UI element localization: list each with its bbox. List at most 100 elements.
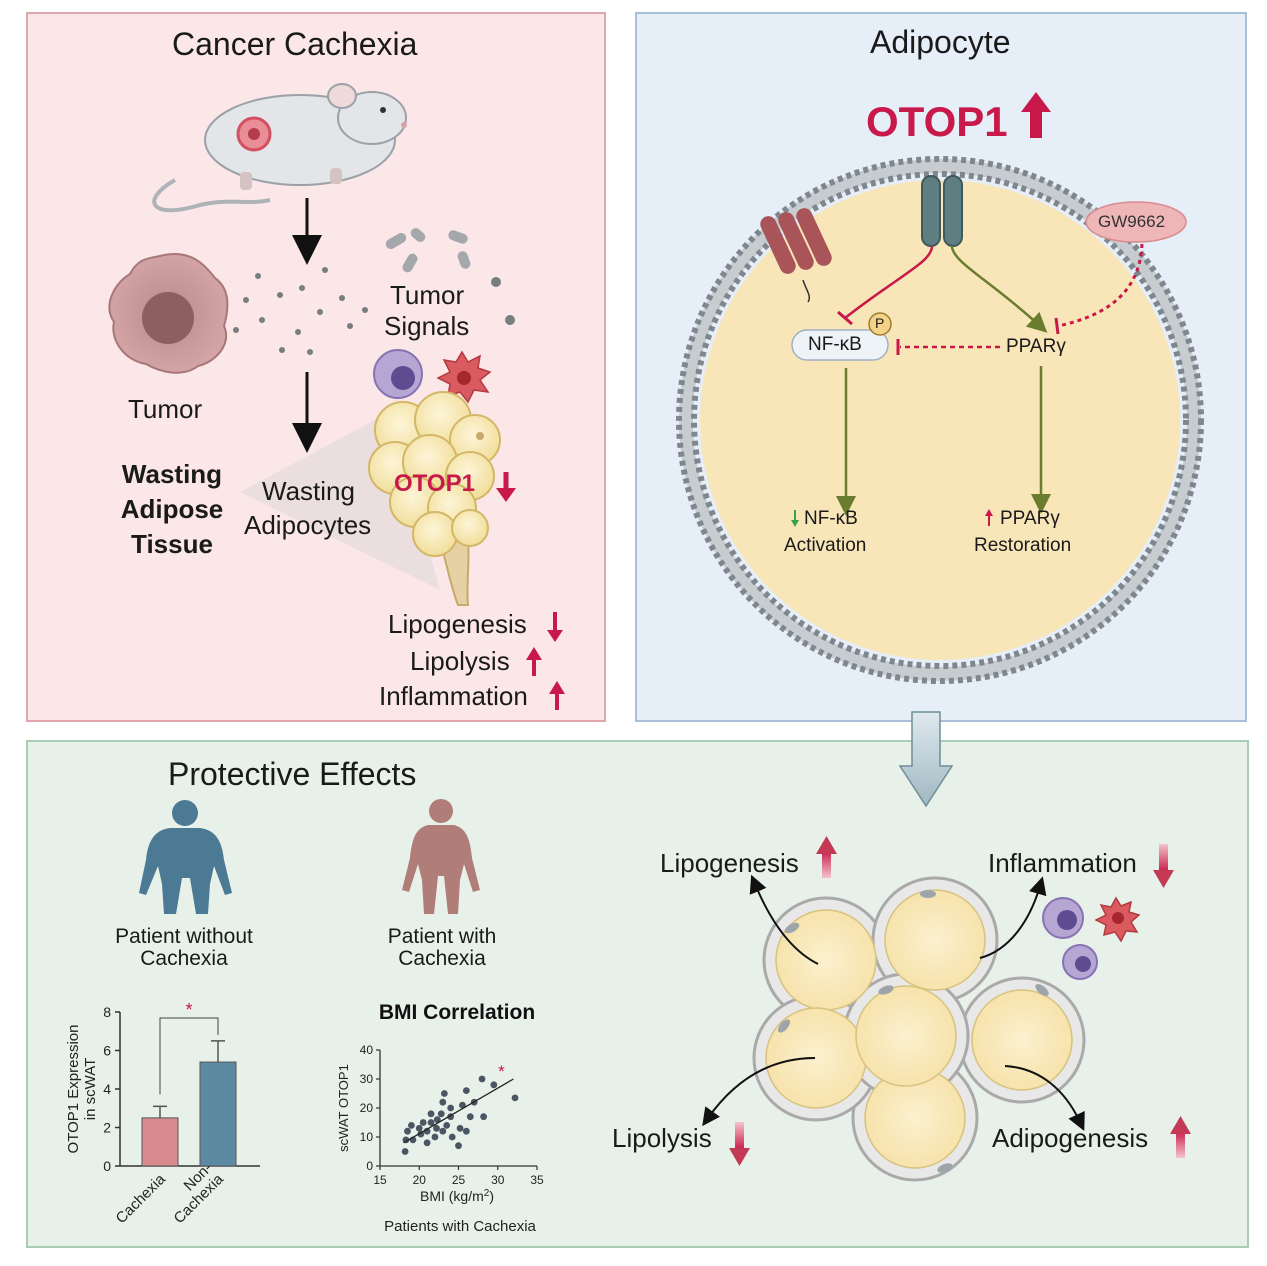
nfkb-label: NF-κB	[808, 334, 862, 355]
scatter-x-tick-label: 25	[452, 1173, 466, 1187]
p3-adipogenesis-up-arrow	[1170, 1116, 1191, 1158]
scatter-point	[427, 1119, 435, 1126]
scatter-y-tick-label: 20	[360, 1101, 374, 1115]
bar-y-tick-label: 8	[103, 1004, 111, 1020]
p1-lipogenesis-down-arrow	[547, 612, 563, 642]
otop1-inhibits-nfkb-line	[844, 245, 934, 319]
wasting-adipocytes-label-2: Adipocytes	[244, 510, 372, 540]
tumor-label: Tumor	[128, 394, 203, 424]
phospho-label: P	[875, 315, 885, 331]
scatter-point	[402, 1136, 410, 1144]
scatter-point	[443, 1122, 451, 1129]
scatter-point	[408, 1122, 415, 1129]
scatter-trend-line	[403, 1078, 514, 1144]
patient1-label-2: Cachexia	[140, 947, 228, 970]
otop1-up-arrow	[1021, 92, 1051, 138]
adipocyte-cluster-icon	[752, 876, 1086, 1182]
scatter-point	[447, 1104, 455, 1112]
nfkb-small-down-arrow	[791, 510, 799, 527]
scatter-y-label-text: scWAT OTOP1	[336, 1064, 351, 1152]
scatter-x-tick-label: 15	[373, 1173, 387, 1187]
bar-y-label-line2: in scWAT	[82, 1058, 99, 1121]
p1-lipogenesis-label: Lipogenesis	[388, 609, 527, 639]
nfkb-result-label-1: NF-κB	[804, 508, 858, 529]
scatter-point	[448, 1133, 456, 1141]
ppar-label: PPARγ	[1006, 336, 1066, 357]
nfkb-result-label-2: Activation	[784, 535, 867, 556]
transition-arrow	[898, 711, 954, 808]
immune-cells-right-icon	[1042, 896, 1141, 980]
cell-membrane	[676, 156, 1204, 684]
tumor-signals-label-1: Tumor	[390, 280, 465, 310]
bar-category-label: Non-Cachexia	[171, 1159, 228, 1227]
p3-lipolysis-label: Lipolysis	[612, 1123, 712, 1153]
patient-without-cachexia-icon	[139, 800, 232, 914]
p3-adipogenesis-label: Adipogenesis	[992, 1123, 1149, 1153]
scatter-caption: Patients with Cachexia	[384, 1218, 536, 1235]
scatter-y-tick-label: 0	[366, 1159, 373, 1173]
nfkb-node	[791, 329, 889, 361]
scatter-point	[455, 1142, 462, 1150]
p3-lipolysis-down-arrow	[729, 1122, 750, 1166]
wasting-adipocytes-icon	[240, 391, 501, 606]
panel3-title: Protective Effects	[168, 756, 417, 792]
scatter-y-label: scWAT OTOP1	[336, 1064, 351, 1152]
otop1-channel-icon	[921, 175, 963, 247]
bar-category-label: Cachexia	[113, 1170, 170, 1227]
scatter-x-tick-label: 35	[530, 1173, 544, 1187]
curve-arrow-inflammation	[979, 876, 1047, 959]
bar-y-tick-label: 0	[103, 1158, 111, 1174]
scatter-point	[466, 1113, 474, 1121]
scatter-point	[419, 1119, 427, 1126]
scatter-point	[439, 1098, 447, 1106]
p1-lipolysis-up-arrow	[526, 647, 542, 676]
p1-otop1-label: OTOP1	[394, 470, 475, 497]
scatter-point	[456, 1124, 464, 1132]
scatter-y-tick-label: 10	[360, 1130, 374, 1144]
tumor-cell-icon	[108, 253, 229, 374]
bar-y-tick-label: 2	[103, 1120, 111, 1136]
scatter-point	[462, 1087, 470, 1094]
scatter-point	[440, 1090, 448, 1097]
ppar-result-label-1: PPARγ	[1000, 508, 1060, 529]
scatter-y-tick-label: 40	[360, 1043, 374, 1057]
p1-lipolysis-label: Lipolysis	[410, 646, 510, 676]
scatter-point	[415, 1124, 423, 1132]
scatter-y-tick-label: 30	[360, 1072, 374, 1086]
scatter-point	[511, 1094, 519, 1102]
panel2-title: Adipocyte	[870, 24, 1011, 60]
bar-y-tick-label: 6	[103, 1043, 111, 1059]
bar-significance-star: *	[185, 1000, 192, 1020]
otop1-title: OTOP1	[866, 98, 1008, 145]
panel1-title: Cancer Cachexia	[172, 26, 418, 62]
otop1-activates-ppar-line	[950, 245, 1048, 333]
wat-label-3: Tissue	[131, 529, 213, 559]
scatter-point	[404, 1127, 411, 1135]
scatter-x-tick-label: 20	[413, 1173, 427, 1187]
ppar-result-label-2: Restoration	[974, 535, 1072, 556]
scatter-point	[433, 1116, 441, 1123]
inhibition-bar-nfkb	[837, 310, 853, 326]
bar-category-line: Cachexia	[113, 1170, 170, 1227]
scatter-point	[423, 1139, 431, 1147]
patient-with-cachexia-icon	[402, 799, 480, 914]
wasting-adipocytes-label-1: Wasting	[262, 476, 355, 506]
patient1-label-1: Patient without	[115, 925, 253, 948]
scatter-point	[480, 1113, 488, 1121]
scatter-title: BMI Correlation	[379, 1001, 535, 1024]
scatter-point	[490, 1081, 498, 1089]
macrophage-icon	[436, 350, 492, 404]
scatter-point	[427, 1110, 435, 1118]
p3-lipogenesis-up-arrow	[816, 836, 837, 878]
curve-arrow-lipolysis	[702, 1057, 816, 1127]
patient2-label-2: Cachexia	[398, 947, 486, 970]
gw9662-badge	[1085, 201, 1187, 243]
patient2-label-1: Patient with	[387, 925, 497, 948]
phospho-badge	[868, 312, 892, 336]
bar-y-tick-label: 4	[103, 1081, 111, 1097]
p3-lipogenesis-label: Lipogenesis	[660, 848, 799, 878]
immune-cell-icon	[373, 349, 423, 399]
signal-particles-icon	[385, 228, 471, 273]
